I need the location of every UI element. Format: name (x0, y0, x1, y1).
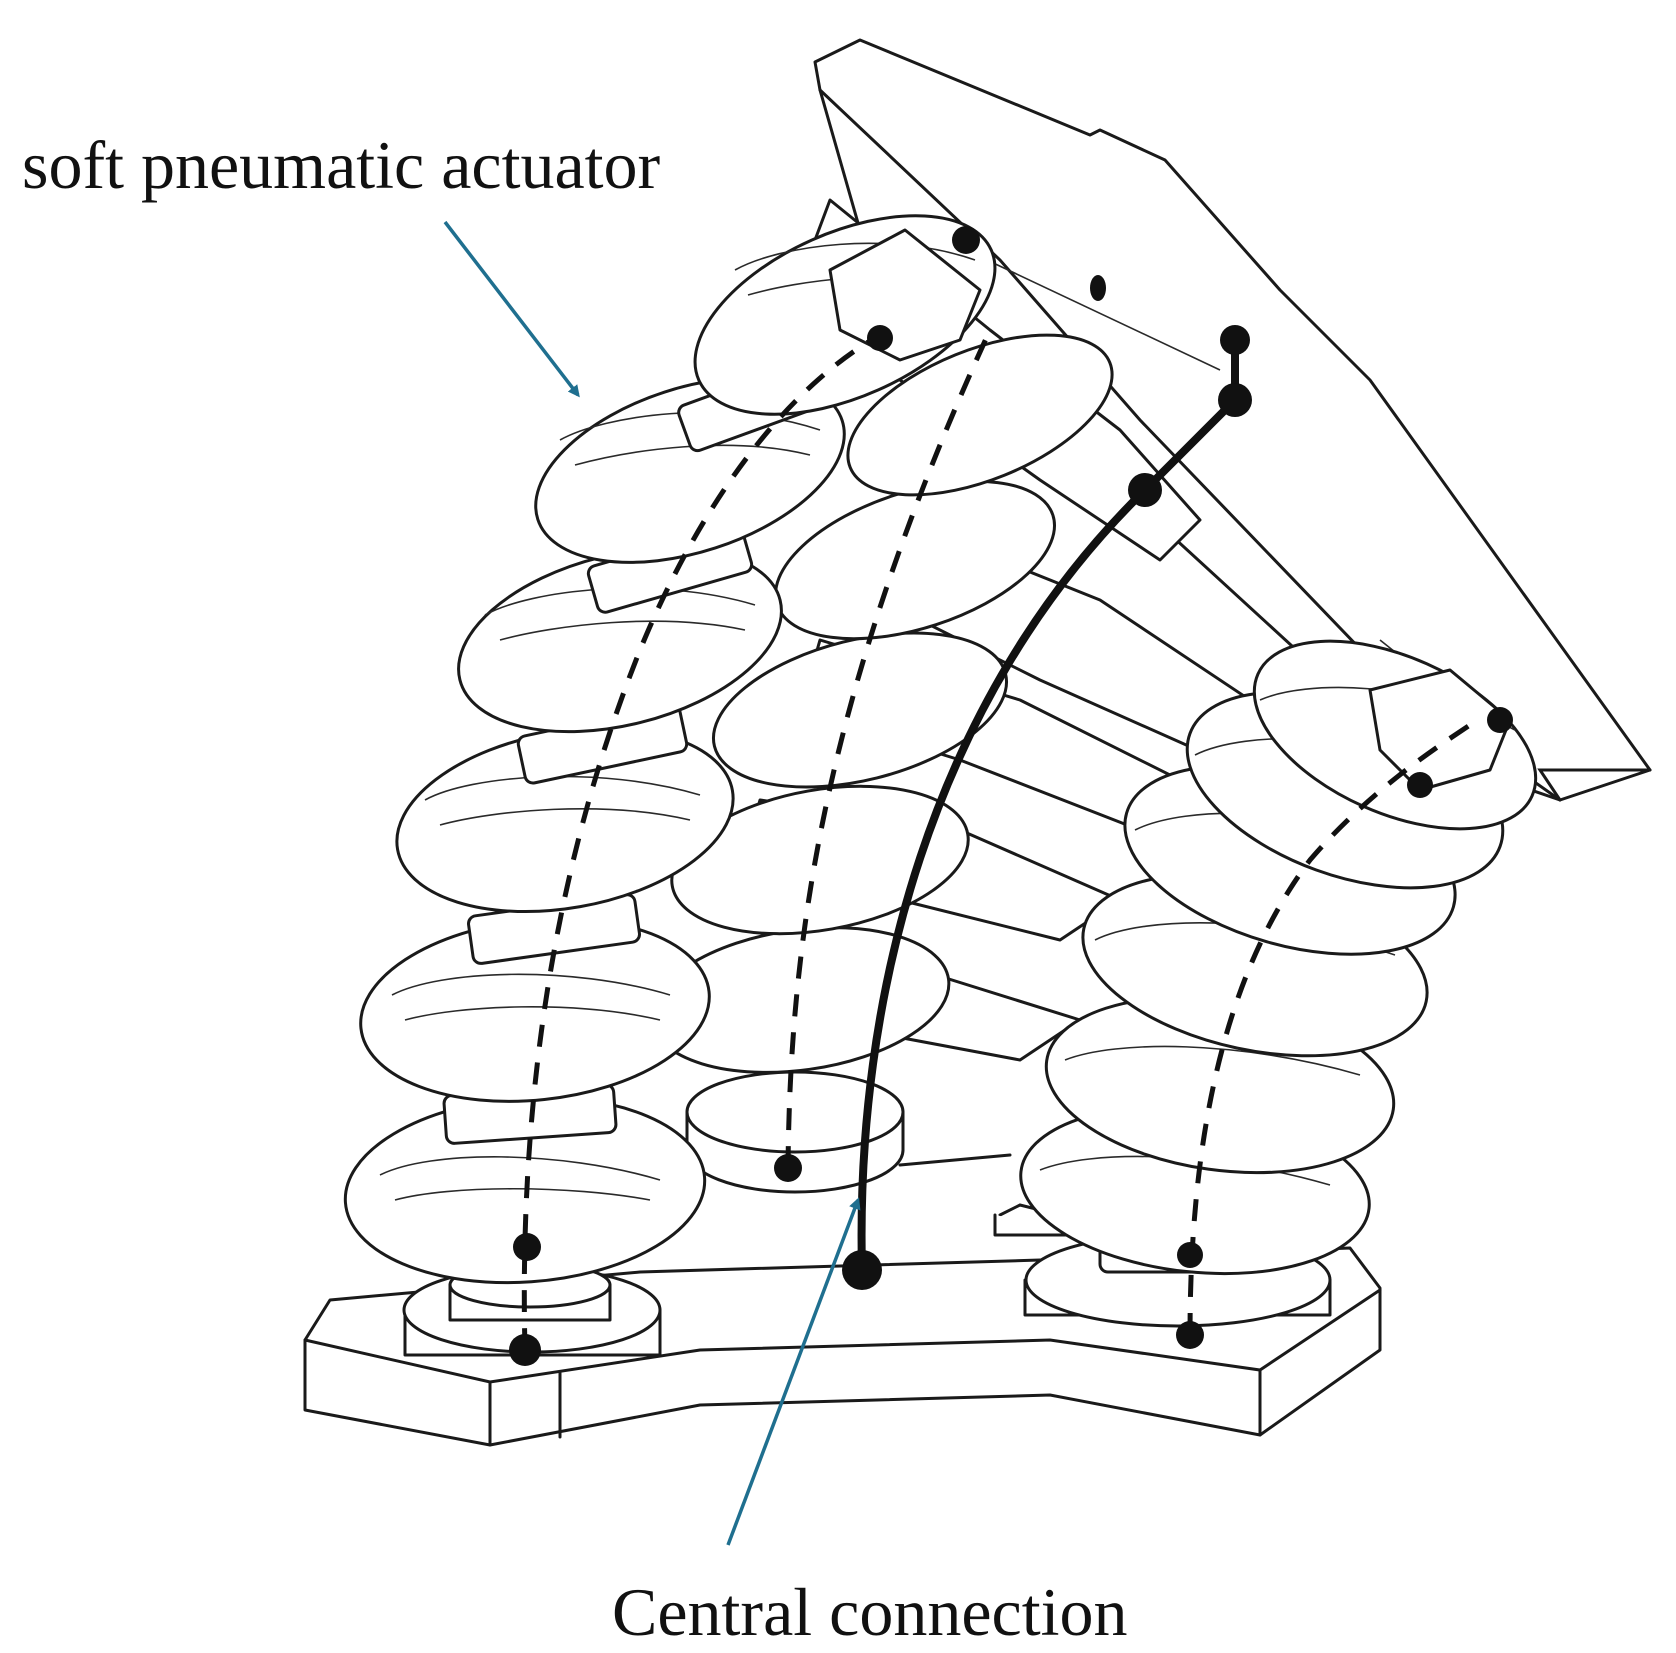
actuator-callout-arrow (443, 220, 580, 398)
right-actuator-top-node (1407, 772, 1433, 798)
central-top-plate-node (1220, 325, 1250, 355)
central-base-node (842, 1250, 882, 1290)
central-top-node (1218, 383, 1252, 417)
actuator-right (993, 639, 1538, 1349)
right-actuator-base-node (1176, 1321, 1204, 1349)
left-actuator-lower-node (513, 1233, 541, 1261)
central-mid-node (1128, 473, 1162, 507)
central-connection-label: Central connection (612, 1574, 1127, 1650)
actuator-left (343, 214, 997, 1366)
central-connection (842, 325, 1252, 1290)
left-actuator-base-node (509, 1334, 541, 1366)
top-plate-left-joint (952, 226, 980, 254)
central-callout-arrow (726, 1197, 861, 1546)
top-plate-hole-mark (1090, 275, 1106, 301)
top-plate-right-joint (1487, 707, 1513, 733)
right-actuator-lower-node (1177, 1242, 1203, 1268)
left-actuator-top-node (867, 325, 893, 351)
actuator-label: soft pneumatic actuator (22, 127, 661, 203)
back-actuator-base-node (774, 1154, 802, 1182)
